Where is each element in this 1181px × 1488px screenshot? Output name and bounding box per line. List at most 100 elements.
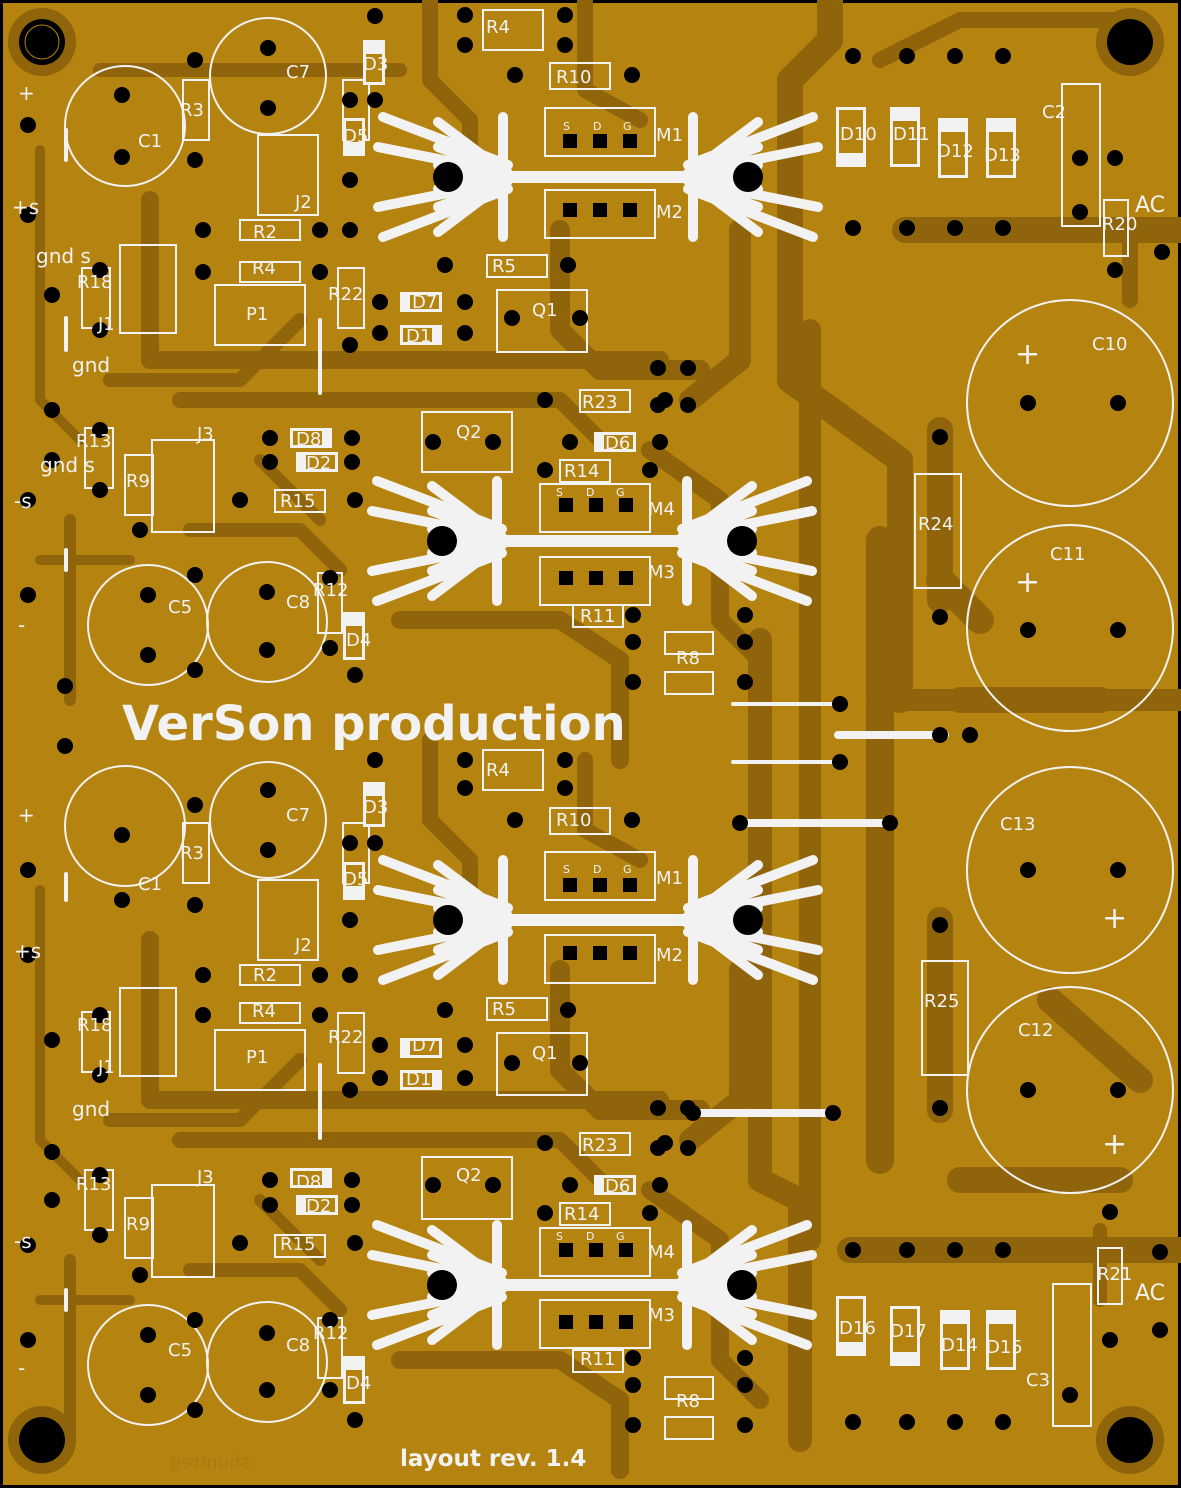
- polarity-c10: +: [1015, 337, 1040, 372]
- pad: [457, 1037, 473, 1053]
- pad: [572, 1055, 588, 1071]
- pad: [737, 1417, 753, 1433]
- diode-d5: [343, 118, 365, 156]
- pad: [1110, 1082, 1126, 1098]
- component-outline: [119, 244, 177, 334]
- net-label-gnd-s: gnd s: [36, 244, 91, 268]
- pad: [593, 946, 607, 960]
- component-outline: [544, 851, 656, 901]
- pad: [537, 1135, 553, 1151]
- pad: [557, 752, 573, 768]
- pins-m1-lower-d: D: [593, 863, 601, 876]
- pad: [563, 203, 577, 217]
- label-r13-lower: R13: [76, 1174, 111, 1195]
- pad: [20, 117, 36, 133]
- pad: [832, 754, 848, 770]
- label-c7-lower: C7: [286, 805, 310, 826]
- net-label-plus-lower: +: [18, 803, 35, 827]
- pins-m4-s: S: [556, 486, 563, 499]
- component-outlines: [81, 9, 1129, 1440]
- pad: [262, 1197, 278, 1213]
- diode-d1-lower: [400, 1070, 442, 1090]
- pad: [92, 422, 108, 438]
- pad: [593, 203, 607, 217]
- label-d13: D13: [984, 145, 1021, 166]
- pad: [457, 7, 473, 23]
- label-d6-lower: D6: [605, 1176, 630, 1197]
- pad: [624, 67, 640, 83]
- label-q2: Q2: [456, 422, 482, 443]
- pad: [625, 1350, 641, 1366]
- component-outline: [482, 9, 544, 51]
- component-outline: [274, 1234, 326, 1258]
- label-d2: D2: [306, 453, 331, 474]
- layout-revision: layout rev. 1.4: [400, 1446, 586, 1472]
- net-label-plus-s-lower: +s: [14, 939, 41, 963]
- pad: [342, 92, 358, 108]
- label-r14-lower: R14: [564, 1204, 599, 1225]
- pad: [259, 642, 275, 658]
- label-c7: C7: [286, 62, 310, 83]
- pad: [680, 1140, 696, 1156]
- pad: [347, 492, 363, 508]
- label-r23-lower: R23: [582, 1135, 617, 1156]
- solder-pads: [20, 7, 1170, 1433]
- diode-d7-lower: [400, 1038, 442, 1058]
- pad: [195, 264, 211, 280]
- label-r24: R24: [918, 514, 953, 535]
- pad: [342, 1082, 358, 1098]
- pad: [342, 912, 358, 928]
- pad: [20, 587, 36, 603]
- pad: [114, 892, 130, 908]
- component-outline: [579, 1132, 631, 1156]
- pad: [737, 1377, 753, 1393]
- label-r3-lower: R3: [180, 843, 204, 864]
- pad: [623, 203, 637, 217]
- label-m3-lower: M3: [648, 1305, 675, 1326]
- pad: [260, 782, 276, 798]
- label-j2-lower: J2: [294, 935, 312, 956]
- label-c1: C1: [138, 131, 162, 152]
- pins-m4-lower-d: D: [586, 1230, 594, 1243]
- pad: [57, 678, 73, 694]
- pad: [625, 1377, 641, 1393]
- label-d3-lower: D3: [363, 797, 388, 818]
- pad: [347, 1235, 363, 1251]
- pad: [619, 571, 633, 585]
- component-outline: [544, 107, 656, 157]
- pad: [372, 294, 388, 310]
- pad: [562, 1177, 578, 1193]
- pad: [342, 172, 358, 188]
- heatsink-m1-m2: [373, 112, 823, 242]
- pad: [589, 1243, 603, 1257]
- pad: [563, 878, 577, 892]
- pad: [657, 1135, 673, 1151]
- pad: [92, 482, 108, 498]
- label-m4: M4: [648, 499, 675, 520]
- label-r8-lower: R8: [676, 1391, 700, 1412]
- pad: [680, 397, 696, 413]
- pad: [650, 397, 666, 413]
- diode-d4: [343, 612, 365, 660]
- pins-m1-lower-g: G: [623, 863, 632, 876]
- component-outline: [486, 254, 548, 278]
- component-outline: [239, 261, 301, 283]
- diodes: [290, 40, 1016, 1404]
- pad: [20, 947, 36, 963]
- pad: [882, 815, 898, 831]
- component-outline: [151, 1184, 215, 1278]
- component-outline: [664, 1376, 714, 1400]
- label-c5: C5: [168, 597, 192, 618]
- heatsink-m4-m3: [367, 476, 817, 606]
- pad: [44, 402, 60, 418]
- pad: [623, 878, 637, 892]
- pad: [457, 780, 473, 796]
- pad: [140, 1387, 156, 1403]
- pad: [232, 1235, 248, 1251]
- pad: [899, 1414, 915, 1430]
- component-outline: [572, 1349, 624, 1373]
- pad: [589, 571, 603, 585]
- pad: [344, 430, 360, 446]
- label-r5-lower: R5: [492, 999, 516, 1020]
- label-r22-lower: R22: [328, 1027, 363, 1048]
